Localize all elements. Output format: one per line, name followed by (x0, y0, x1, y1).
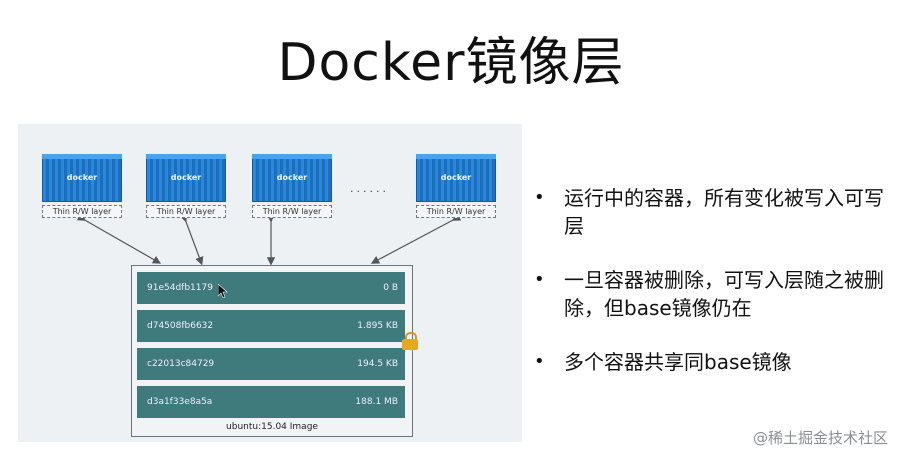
layer-id: d74508fb6632 (147, 321, 214, 331)
bullet-dot: • (534, 187, 545, 208)
image-layer-row: d74508fb6632 1.895 KB (137, 310, 405, 342)
bullet-dot: • (534, 269, 545, 290)
container-box (252, 154, 332, 202)
arrow-4 (370, 213, 462, 264)
image-layer-row: 91e54dfb1179 0 B (137, 272, 405, 304)
layer-id: d3a1f33e8a5a (147, 397, 213, 407)
bullet-text: 一旦容器被删除，可写入层随之被删除，但base镜像仍在 (564, 268, 884, 320)
lock-icon (402, 332, 418, 350)
layer-size: 194.5 KB (357, 359, 398, 369)
slide-title: Docker镜像层 (277, 33, 625, 93)
base-image: 91e54dfb1179 0 B d74508fb6632 1.895 KB c… (131, 265, 413, 437)
image-name-label: ubuntu:15.04 Image (226, 422, 318, 432)
container-4: docker (416, 154, 496, 204)
bullet-dot: • (534, 351, 545, 372)
container-box (146, 154, 226, 202)
bullet-item: • 一旦容器被删除，可写入层随之被删除，但base镜像仍在 (534, 266, 894, 322)
arrow-1 (76, 212, 162, 264)
mouse-cursor-icon (217, 283, 228, 302)
bullet-list: • 运行中的容器，所有变化被写入可写层 • 一旦容器被删除，可写入层随之被删除，… (534, 184, 894, 402)
docker-logo-icon: docker (440, 173, 472, 182)
thin-rw-layer-label: Thin R/W layer (146, 205, 226, 218)
container-box (42, 154, 122, 202)
bullet-item: • 运行中的容器，所有变化被写入可写层 (534, 184, 894, 240)
image-layer-row: d3a1f33e8a5a 188.1 MB (137, 386, 405, 418)
container-3: docker (252, 154, 332, 204)
layer-id: 91e54dfb1179 (147, 283, 213, 293)
docker-layer-diagram: docker Thin R/W layer docker Thin R/W la… (18, 124, 522, 442)
arrow-2 (179, 213, 204, 266)
layer-id: c22013c84729 (147, 359, 215, 369)
thin-rw-layer-label: Thin R/W layer (42, 205, 122, 218)
arrows (76, 212, 462, 266)
bullet-text: 多个容器共享同base镜像 (564, 350, 792, 374)
bullet-item: • 多个容器共享同base镜像 (534, 348, 894, 376)
ellipsis: ...... (350, 182, 389, 195)
container-2: docker (146, 154, 226, 204)
docker-logo-icon: docker (170, 173, 202, 182)
docker-logo-icon: docker (66, 173, 98, 182)
thin-rw-layer-label: Thin R/W layer (416, 205, 496, 218)
docker-logo-icon: docker (276, 173, 308, 182)
layer-size: 0 B (383, 283, 398, 293)
container-1: docker (42, 154, 122, 204)
layer-size: 188.1 MB (355, 397, 398, 407)
bullet-text: 运行中的容器，所有变化被写入可写层 (564, 186, 884, 238)
watermark: @稀土掘金技术社区 (752, 429, 888, 447)
image-layer-row: c22013c84729 194.5 KB (137, 348, 405, 380)
layer-size: 1.895 KB (357, 321, 398, 331)
thin-rw-layer-label: Thin R/W layer (252, 205, 332, 218)
